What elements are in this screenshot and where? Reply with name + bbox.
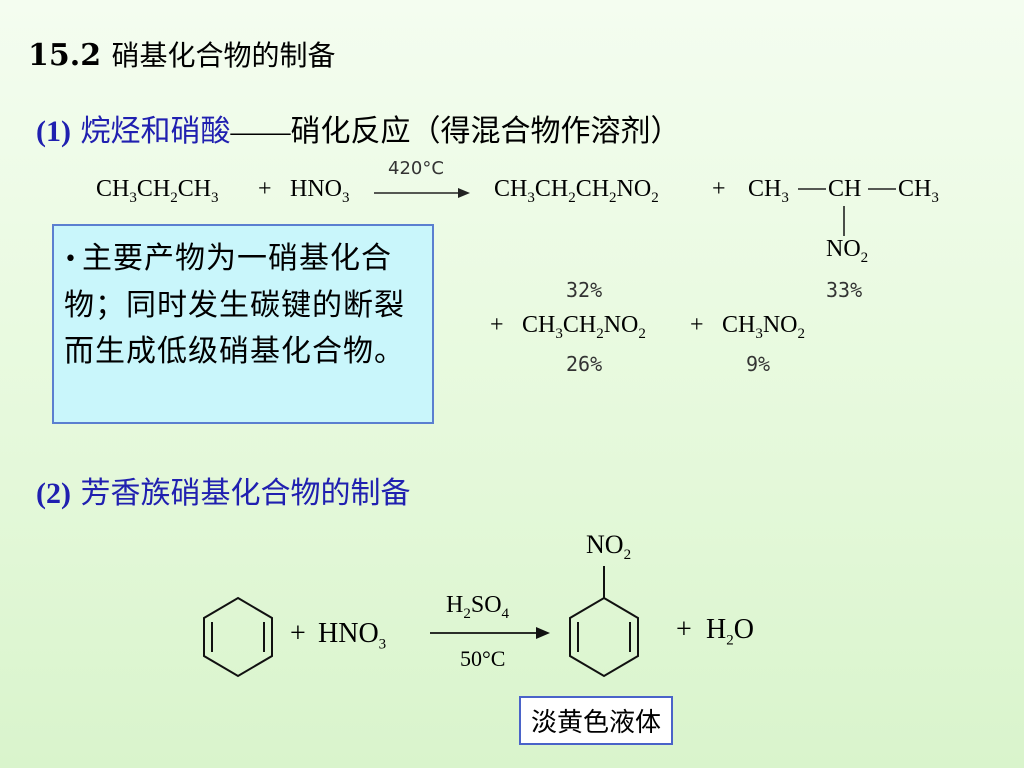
reactant-nitric-acid: HNO3 [290,176,350,206]
plus-sign-1: + [258,176,272,202]
nitro-substituent: NO2 [586,530,632,564]
section-2-number: (2) [36,477,71,510]
section-2-heading: (2) 芳香族硝基化合物的制备 [36,468,411,512]
plus-sign-4: + [690,312,704,338]
plus-sign-5: + [290,618,306,649]
yield-2: 33% [826,278,863,302]
plus-sign-2: + [712,176,726,202]
plus-sign-6: + [676,614,692,645]
product-4-nitromethane: CH3NO2 [722,312,806,342]
reaction-arrow-2 [430,627,550,639]
bond-left [798,188,826,190]
reaction-condition-temperature: 420°C [388,158,444,179]
product-2-right: CH3 [898,176,939,206]
yield-3: 26% [566,352,603,376]
reaction-arrow-1 [374,188,470,198]
yield-4: 9% [746,352,771,376]
summary-note-text: 主要产物为一硝基化合物；同时发生碳键的断裂而生成低级硝基化合物。 [64,241,405,369]
product-2-center-carbon: CH [828,176,862,202]
heading-number: 15.2 [28,38,102,73]
section-1-number: (1) [36,115,71,148]
benzene-ring-product [569,566,639,678]
product-3-nitroethane: CH3CH2NO2 [522,312,646,342]
section-1-note: 硝化反应（得混合物作溶剂） [290,114,681,149]
summary-note-box: •主要产物为一硝基化合物；同时发生碳键的断裂而生成低级硝基化合物。 [52,224,434,424]
section-1-topic: 烷烃和硝酸 [80,114,231,149]
section-1-heading: (1) 烷烃和硝酸——硝化反应（得混合物作溶剂） [36,106,681,150]
catalyst-sulfuric-acid: H2SO4 [446,592,510,622]
section-1-dash: —— [230,115,291,148]
product-label-pale-yellow-liquid: 淡黄色液体 [519,696,674,745]
reactant-propane: CH3CH2CH3 [96,176,219,206]
bond-vertical [843,206,845,236]
heading-text: 硝基化合物的制备 [111,39,336,72]
benzene-ring-reactant [203,596,273,678]
product-2-left: CH3 [748,176,789,206]
reagent-nitric-acid: HNO3 [318,618,387,653]
yield-1: 32% [566,278,603,302]
bullet: • [64,246,78,272]
bond-right [868,188,896,190]
byproduct-water: H2O [706,614,754,649]
plus-sign-3: + [490,312,504,338]
reaction-temperature: 50°C [460,646,506,671]
page-title: 15.2 硝基化合物的制备 [28,34,336,74]
product-2-nitro-branch: NO2 [826,236,869,266]
product-1-nitropropane: CH3CH2CH2NO2 [494,176,659,206]
section-2-topic: 芳香族硝基化合物的制备 [80,476,411,511]
